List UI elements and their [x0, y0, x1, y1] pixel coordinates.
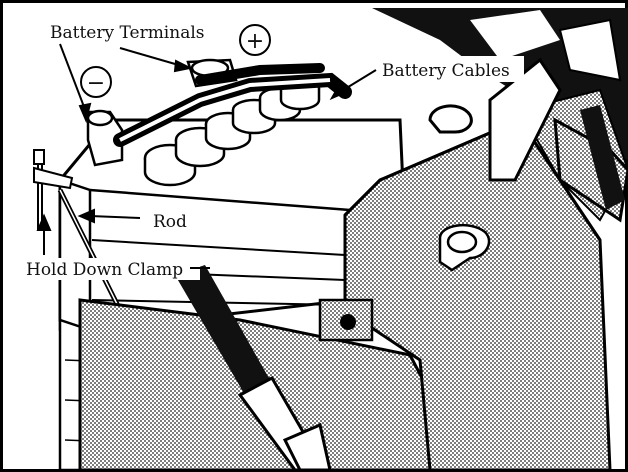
- filler-cap: [438, 223, 491, 272]
- battery-cell-caps: [143, 77, 321, 187]
- rod-label: Rod: [153, 212, 187, 232]
- negative-symbol: −: [80, 66, 112, 98]
- hold-down-clamp-label: Hold Down Clamp: [26, 260, 183, 280]
- positive-symbol: +: [239, 24, 271, 56]
- battery-terminals-label: Battery Terminals: [50, 23, 205, 43]
- battery-cables-label-bg: [376, 56, 524, 82]
- negative-terminal: [86, 109, 124, 167]
- battery-cables: [113, 63, 352, 147]
- negative-symbol-text: −: [87, 71, 105, 96]
- battery-cables-label: Battery Cables: [382, 61, 510, 81]
- hold-down-clamp: [33, 149, 74, 230]
- rod-label-bg: [148, 210, 194, 232]
- engine-strut: [580, 105, 625, 210]
- hold-down-label-bg: [22, 258, 200, 280]
- leader-arrows: [36, 43, 377, 269]
- rod: [57, 188, 123, 312]
- positive-symbol-text: +: [246, 29, 264, 54]
- wrench-handle: [175, 265, 332, 472]
